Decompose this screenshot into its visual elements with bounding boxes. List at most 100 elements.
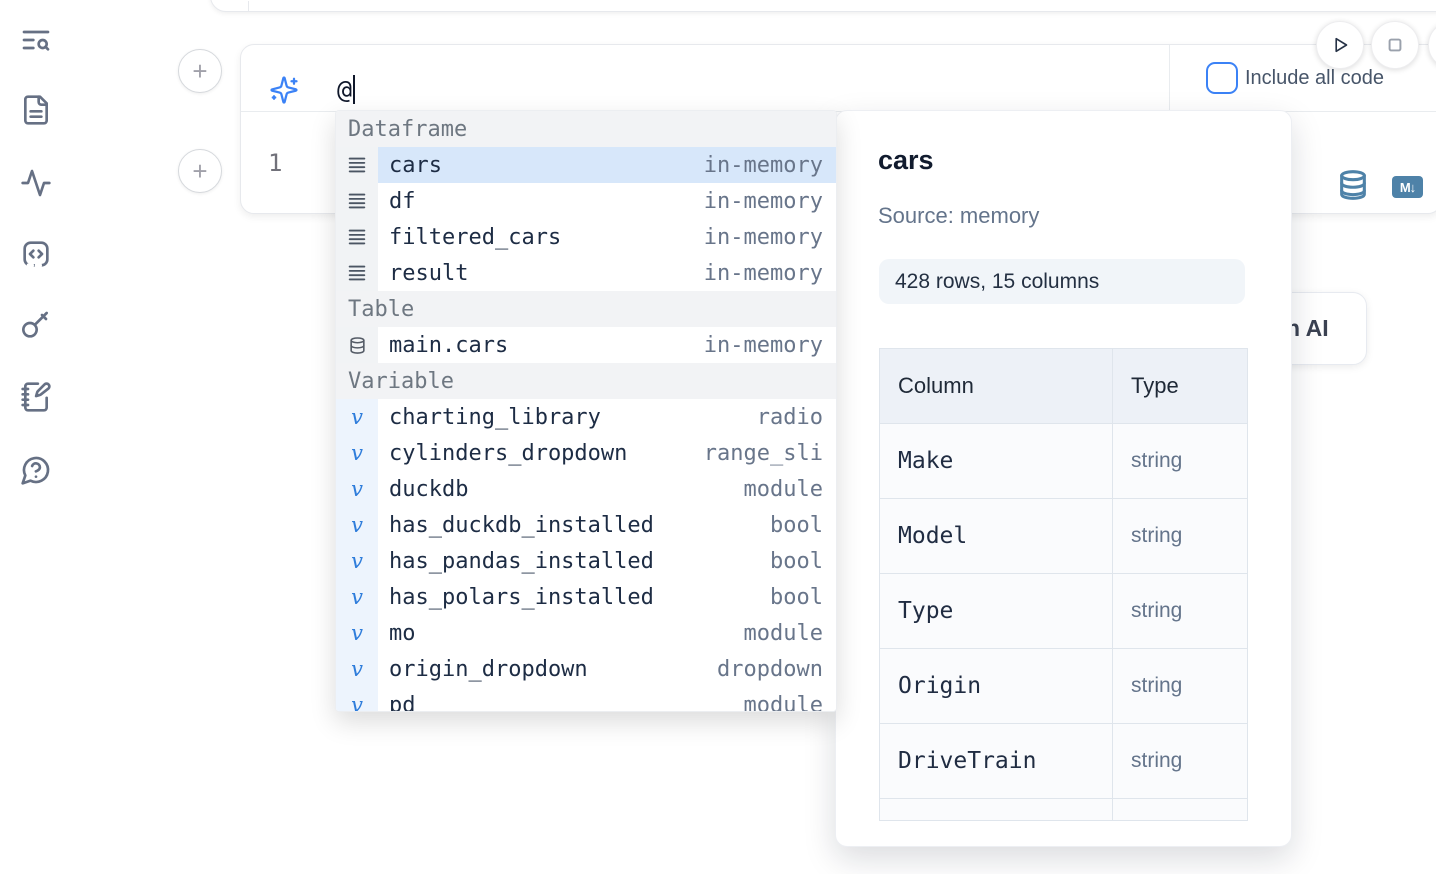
column-name-cell: Make [880,424,1113,498]
completion-item[interactable]: df in-memory [336,183,836,219]
ai-button-label: h AI [1286,315,1329,341]
completion-item-type: bool [770,512,823,538]
completion-item-content: result in-memory [378,255,836,291]
columns-table-row: Origin string [880,649,1247,724]
variable-icon: v [336,579,378,615]
variable-icon: v [336,399,378,435]
rows-icon [336,147,378,183]
completion-item-name: mo [389,620,416,646]
completion-item-name: duckdb [389,476,469,502]
completion-section-header: Variable [336,363,836,399]
completion-item-name: has_polars_installed [389,584,654,610]
previous-cell-edge [210,0,1436,12]
type-header: Type [1131,373,1179,398]
column-name-cell: DriveTrain [880,724,1113,798]
column-name-cell: Model [880,499,1113,573]
columns-table-row: Model string [880,499,1247,574]
completion-item-type: dropdown [717,656,823,682]
columns-table-row [880,799,1247,820]
text-search-icon[interactable] [14,18,58,62]
preview-source-label: Source: memory [878,203,1040,228]
completion-item[interactable]: v has_duckdb_installed bool [336,507,836,543]
completion-item-name: has_duckdb_installed [389,512,654,538]
database-icon[interactable] [1337,169,1369,206]
variable-icon: v [336,507,378,543]
line-number: 1 [268,149,283,177]
completion-item-name: pd [389,692,416,712]
activity-icon[interactable] [14,161,58,205]
column-name-cell: Origin [880,649,1113,723]
rows-icon [336,255,378,291]
variable-icon: v [336,471,378,507]
include-all-code-checkbox[interactable] [1206,62,1238,94]
stop-cell-button[interactable] [1371,21,1419,69]
play-icon [1335,37,1348,53]
completion-item[interactable]: filtered_cars in-memory [336,219,836,255]
ai-prompt-input[interactable]: @ Include all code [241,45,1436,112]
key-icon[interactable] [14,303,58,347]
column-type-cell: string [1131,674,1183,697]
completion-section-header: Dataframe [336,111,836,147]
column-name-cell [880,799,1113,820]
rows-icon [336,183,378,219]
add-cell-button[interactable]: + [178,149,222,193]
add-cell-button[interactable]: + [178,49,222,93]
completion-item-content: filtered_cars in-memory [378,219,836,255]
completion-item-type: in-memory [703,224,823,250]
variable-icon: v [336,615,378,651]
completion-item-type: in-memory [703,188,823,214]
completion-item-type: module [743,692,823,712]
file-text-icon[interactable] [14,88,58,132]
code-snippet-icon[interactable] [14,232,58,276]
completion-item-name: origin_dropdown [389,656,588,682]
completion-item-name: has_pandas_installed [389,548,654,574]
column-name-cell: Type [880,574,1113,648]
completion-item-name: result [389,260,469,286]
completion-item-type: radio [756,404,823,430]
completion-item[interactable]: result in-memory [336,255,836,291]
dataframe-preview-panel: cars Source: memory 428 rows, 15 columns… [835,110,1292,847]
completion-item-content: pd module [378,687,836,712]
completion-item-name: filtered_cars [389,224,562,250]
notebook-pen-icon[interactable] [14,375,58,419]
variable-icon: v [336,435,378,471]
rows-icon [336,219,378,255]
completion-item-type: range_sli [703,440,823,466]
markdown-icon[interactable]: M↓ [1392,176,1423,198]
completion-item-content: origin_dropdown dropdown [378,651,836,687]
column-type-cell [1113,799,1247,820]
column-type-cell: string [1131,749,1183,772]
text-cursor [353,75,356,104]
completion-item-name: main.cars [389,332,509,358]
help-chat-icon[interactable] [14,448,58,492]
stop-icon [1388,38,1402,52]
prompt-value: @ [337,75,356,104]
completion-item-name: df [389,188,416,214]
column-type-cell: string [1131,524,1183,547]
run-cell-button[interactable] [1316,21,1364,69]
column-type-cell: string [1131,599,1183,622]
completion-item-type: in-memory [703,260,823,286]
include-all-code-label: Include all code [1245,67,1384,89]
shape-badge: 428 rows, 15 columns [879,259,1245,304]
